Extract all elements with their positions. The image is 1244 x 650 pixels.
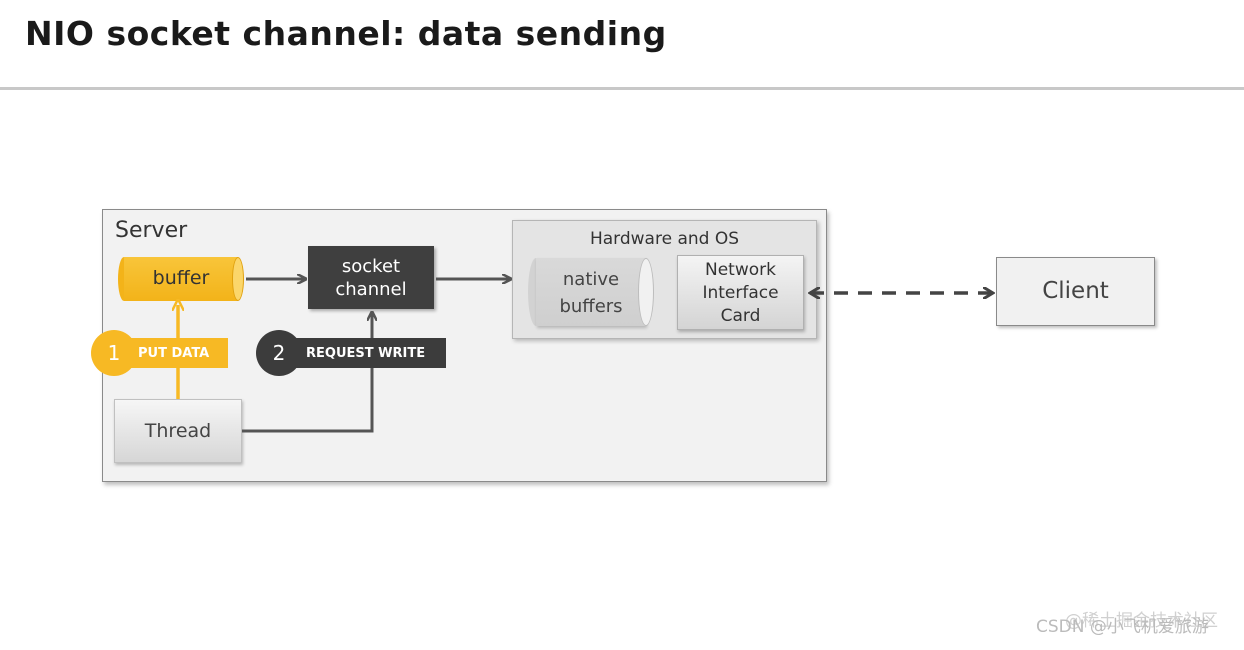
server-label: Server	[115, 218, 188, 243]
native-buffers-cylinder: native buffers	[528, 258, 654, 326]
title-divider	[0, 87, 1244, 90]
step2-banner	[278, 338, 446, 368]
step1-label: PUT DATA	[138, 346, 210, 361]
buffer-label: buffer	[152, 267, 210, 289]
native-buffers-label: native buffers	[559, 269, 623, 317]
socket-channel-box: socket channel	[308, 246, 434, 309]
watermark: CSDN @小飞机爱旅游	[1036, 617, 1209, 637]
thread-box: Thread	[114, 399, 242, 463]
client-box: Client	[996, 257, 1155, 326]
step2-number-badge: 2	[256, 330, 302, 376]
page-title: NIO socket channel: data sending	[25, 14, 667, 53]
step1-number-badge: 1	[91, 330, 137, 376]
watermark-secondary: @稀土掘金技术社区	[1065, 611, 1218, 631]
hardware-os-label: Hardware and OS	[589, 229, 740, 249]
arrow-thread-to-socket	[242, 313, 372, 433]
buffer-cylinder: buffer	[118, 257, 244, 301]
network-interface-card: Network Interface Card	[677, 255, 804, 330]
step2-label: REQUEST WRITE	[306, 346, 426, 361]
